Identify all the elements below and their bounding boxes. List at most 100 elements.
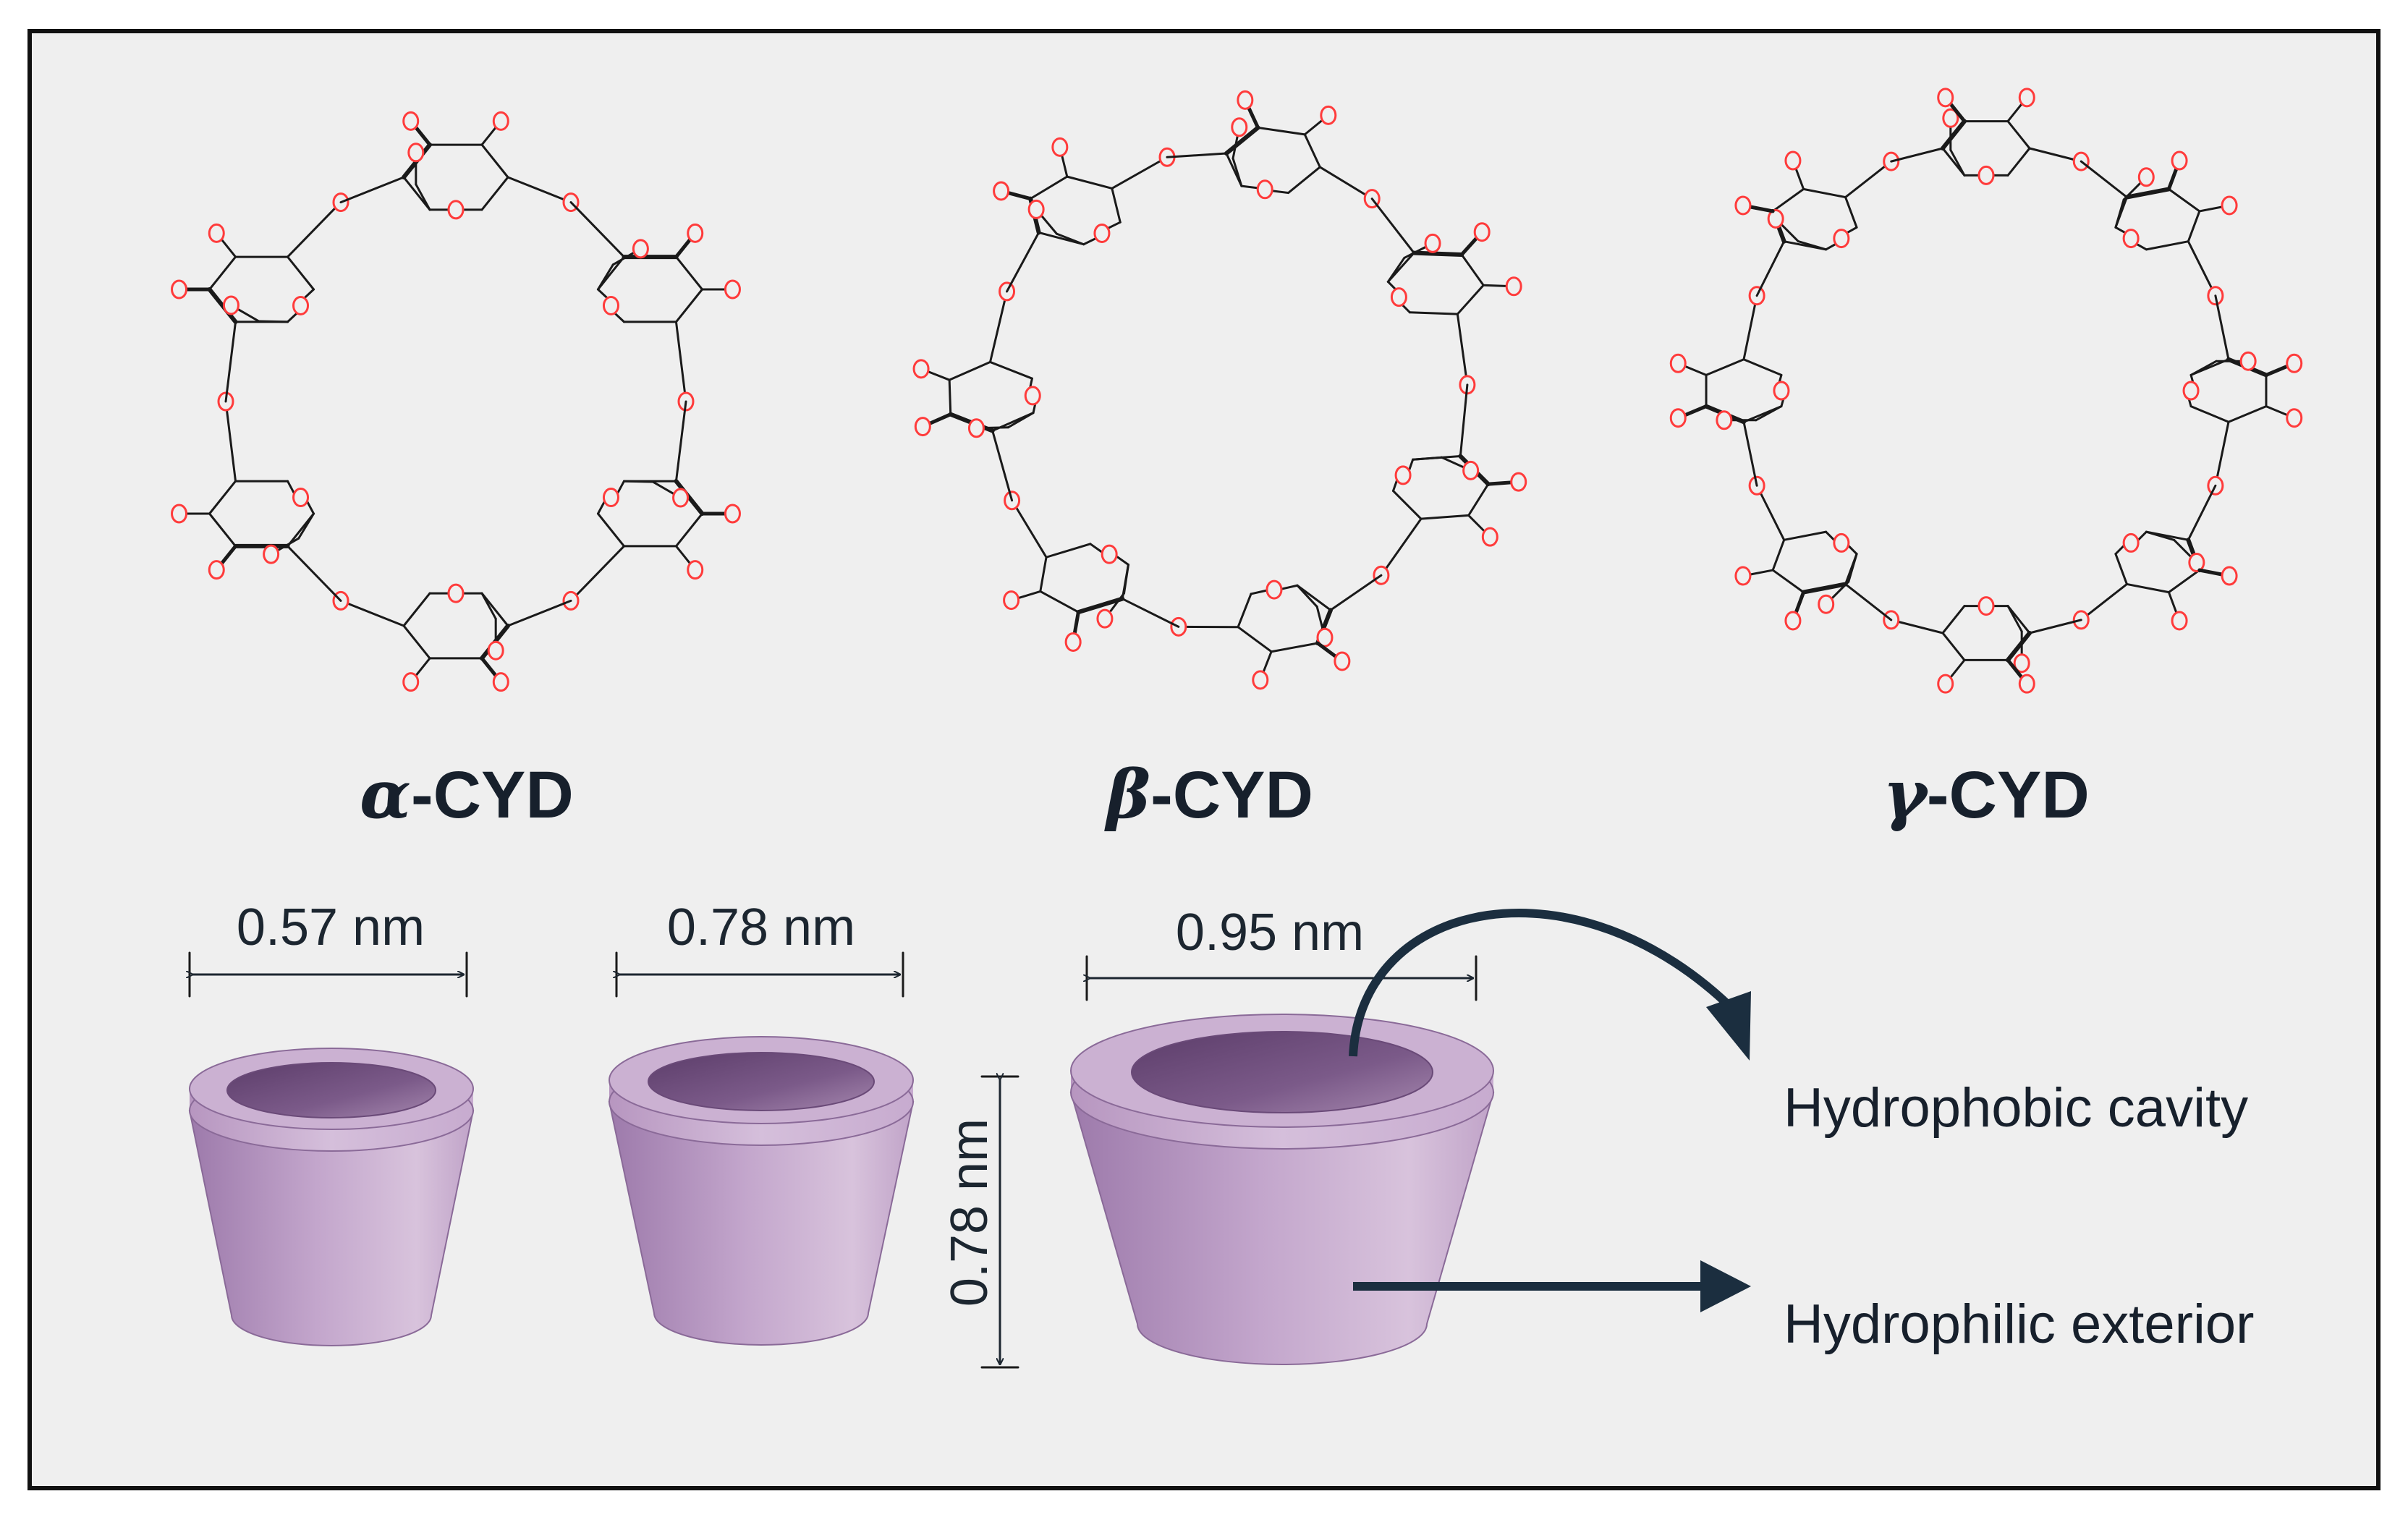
hydroxyl-oxygen bbox=[208, 223, 225, 243]
ring-oxygen bbox=[1833, 229, 1850, 249]
hydroxyl-oxygen bbox=[1505, 276, 1522, 297]
hydroxyl-oxygen bbox=[2286, 353, 2303, 373]
cavity-cones bbox=[188, 1014, 1495, 1365]
hydroxyl-oxygen bbox=[1716, 410, 1733, 430]
annotation-arrows bbox=[1349, 909, 1751, 1312]
ring-oxygen bbox=[1024, 386, 1041, 406]
ring-oxygen bbox=[292, 295, 310, 315]
ring-oxygen bbox=[1266, 579, 1283, 600]
gamma-cyd-label: γ-CYD bbox=[1883, 755, 2090, 833]
dimension-lines bbox=[190, 951, 1478, 1369]
hydroxyl-oxygen bbox=[1937, 88, 1954, 108]
hydroxyl-oxygen bbox=[672, 488, 690, 508]
hydroxyl-oxygen bbox=[2286, 408, 2303, 428]
cone-cavity-opening bbox=[648, 1052, 875, 1111]
hydroxyl-oxygen bbox=[1784, 150, 1802, 171]
ring-oxygen bbox=[1093, 223, 1111, 243]
ring-oxygen bbox=[1833, 532, 1850, 553]
hydroxyl-oxygen bbox=[2171, 150, 2188, 171]
hydroxyl-oxygen bbox=[1734, 566, 1752, 586]
width-dimension-0 bbox=[190, 951, 468, 998]
hydroxyl-oxygen bbox=[1481, 527, 1498, 547]
hydroxyl-oxygen bbox=[487, 640, 504, 661]
hydroxyl-oxygen bbox=[208, 560, 225, 580]
hydroxyl-oxygen bbox=[632, 239, 649, 259]
hydroxyl-oxygen bbox=[687, 223, 704, 243]
hydroxyl-oxygen bbox=[1316, 627, 1334, 648]
width-dimension-1 bbox=[616, 951, 904, 998]
cone-body bbox=[188, 1110, 475, 1346]
beta-width-label: 0.78 nm bbox=[666, 899, 856, 956]
hydroxyl-oxygen bbox=[1462, 460, 1480, 480]
ring-oxygen bbox=[447, 200, 465, 220]
hydroxyl-oxygen bbox=[1669, 353, 1687, 373]
ring-oxygen bbox=[1773, 381, 1790, 401]
hydroxyl-oxygen bbox=[1051, 137, 1069, 157]
hydroxyl-oxygen bbox=[2188, 553, 2205, 573]
hydroxyl-oxygen bbox=[263, 544, 280, 564]
hydroxyl-oxygen bbox=[1320, 105, 1337, 125]
hydroxyl-oxygen bbox=[402, 672, 420, 692]
cavity-cone-1 bbox=[608, 1036, 915, 1346]
ring-oxygen bbox=[1256, 179, 1273, 200]
hydroxyl-oxygen bbox=[2221, 566, 2238, 586]
glucose-unit bbox=[506, 479, 741, 627]
hydroxyl-oxygen bbox=[1237, 90, 1254, 110]
glucose-unit bbox=[2182, 351, 2303, 541]
cavity-arrow-head bbox=[1706, 991, 1751, 1061]
glucose-unit bbox=[1224, 90, 1415, 255]
hydroxyl-oxygen bbox=[2171, 611, 2188, 631]
molecule-0 bbox=[171, 111, 741, 692]
hydroxyl-oxygen bbox=[2013, 653, 2030, 674]
hydroxyl-oxygen bbox=[2018, 88, 2035, 108]
hydroxyl-oxygen bbox=[1424, 233, 1441, 253]
hydroxyl-oxygen bbox=[171, 279, 188, 300]
glucose-unit bbox=[596, 223, 741, 483]
hydroxyl-oxygen bbox=[171, 504, 188, 524]
glucose-unit bbox=[171, 320, 315, 580]
ring-oxygen bbox=[2122, 229, 2140, 249]
cavity-arrow-line bbox=[1349, 909, 1740, 1057]
hydroxyl-oxygen bbox=[1473, 222, 1491, 242]
hydroxyl-oxygen bbox=[492, 672, 509, 692]
ring-oxygen bbox=[602, 488, 619, 508]
hydroxyl-oxygen bbox=[912, 359, 930, 379]
cavity-cone-0 bbox=[188, 1048, 475, 1346]
hydroxyl-oxygen bbox=[492, 111, 509, 131]
glucose-unit bbox=[2114, 150, 2238, 361]
gamma-width-label: 0.95 nm bbox=[1175, 904, 1365, 961]
hydroxyl-oxygen bbox=[724, 279, 741, 300]
glucose-unit bbox=[912, 231, 1041, 438]
cone-body bbox=[1069, 1092, 1495, 1365]
hydroxyl-oxygen bbox=[2221, 195, 2238, 216]
height-dimension bbox=[980, 1077, 1019, 1369]
ring-oxygen bbox=[1977, 596, 1995, 616]
hydroxyl-oxygen bbox=[1064, 632, 1082, 652]
molecule-2 bbox=[1669, 88, 2303, 694]
molecule-1 bbox=[912, 90, 1527, 690]
hydroxyl-oxygen bbox=[402, 111, 420, 131]
hydroxyl-oxygen bbox=[222, 295, 239, 315]
hydroxyl-oxygen bbox=[1734, 195, 1752, 216]
cavity-cone-2 bbox=[1069, 1014, 1495, 1365]
glucose-unit bbox=[1734, 420, 1858, 631]
hydroxyl-oxygen bbox=[407, 143, 425, 163]
hydroxyl-oxygen bbox=[1027, 199, 1045, 219]
hydroxyl-oxygen bbox=[1669, 408, 1687, 428]
glucose-unit bbox=[993, 137, 1228, 246]
beta-cyd-label: β-CYD bbox=[1106, 755, 1313, 833]
width-dimension-2 bbox=[1087, 955, 1478, 1001]
hydrophilic-exterior-label: Hydrophilic exterior bbox=[1784, 1294, 2255, 1355]
glucose-unit bbox=[402, 111, 625, 258]
cone-cavity-opening bbox=[1131, 1031, 1433, 1113]
molecule-structures bbox=[171, 88, 2303, 694]
hydroxyl-oxygen bbox=[1510, 472, 1527, 492]
hydroxyl-oxygen bbox=[967, 418, 985, 438]
exterior-arrow-head bbox=[1700, 1260, 1751, 1312]
glucose-unit bbox=[171, 176, 405, 324]
glucose-unit bbox=[1121, 579, 1351, 690]
glucose-unit bbox=[2028, 530, 2238, 634]
hydroxyl-oxygen bbox=[2239, 351, 2257, 371]
